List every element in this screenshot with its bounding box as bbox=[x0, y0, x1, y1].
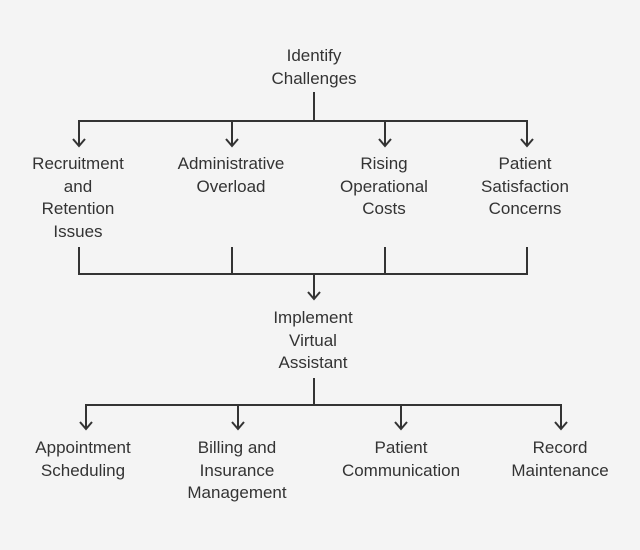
node-recruitment-retention-issues: Recruitment and Retention Issues bbox=[32, 153, 124, 243]
node-billing-insurance-management: Billing and Insurance Management bbox=[187, 437, 286, 505]
node-text-line: Assistant bbox=[278, 353, 348, 372]
node-text-line: Satisfaction bbox=[481, 176, 569, 196]
node-text-line: Record bbox=[532, 438, 588, 457]
node-identify-challenges: Identify Challenges bbox=[271, 45, 356, 90]
node-text-line: Appointment bbox=[35, 438, 131, 457]
node-text-line: Scheduling bbox=[40, 460, 126, 480]
node-text-line: Implement bbox=[273, 308, 353, 327]
node-patient-communication: Patient Communication bbox=[342, 437, 460, 482]
arrow-head bbox=[394, 421, 408, 431]
node-rising-operational-costs: Rising Operational Costs bbox=[340, 153, 428, 221]
arrow-head bbox=[231, 421, 245, 431]
arrow-head bbox=[378, 138, 392, 148]
node-administrative-overload: Administrative Overload bbox=[178, 153, 285, 198]
node-text-line: Concerns bbox=[488, 199, 562, 218]
arrow-head bbox=[307, 291, 321, 301]
node-text-line: Virtual bbox=[289, 330, 337, 350]
node-text-line: Challenges bbox=[271, 68, 357, 88]
node-text-line: Operational bbox=[340, 176, 428, 196]
arrow-head bbox=[72, 138, 86, 148]
node-text-line: Identify bbox=[286, 46, 342, 65]
node-text-line: Costs bbox=[362, 199, 406, 218]
node-appointment-scheduling: Appointment Scheduling bbox=[35, 437, 130, 482]
node-text-line: and bbox=[63, 176, 93, 196]
arrow-head bbox=[79, 421, 93, 431]
node-text-line: Overload bbox=[196, 176, 266, 196]
arrow-head bbox=[520, 138, 534, 148]
node-text-line: Communication bbox=[341, 460, 461, 480]
node-text-line: Maintenance bbox=[511, 460, 609, 480]
node-text-line: Retention bbox=[41, 199, 115, 218]
node-patient-satisfaction-concerns: Patient Satisfaction Concerns bbox=[481, 153, 569, 221]
node-text-line: Administrative bbox=[177, 154, 285, 173]
node-text-line: Management bbox=[187, 483, 287, 502]
arrow-head bbox=[554, 421, 568, 431]
node-record-maintenance: Record Maintenance bbox=[511, 437, 608, 482]
node-text-line: Patient bbox=[374, 438, 428, 457]
node-text-line: Rising bbox=[360, 154, 408, 173]
node-text-line: Recruitment bbox=[32, 154, 124, 173]
node-text-line: Insurance bbox=[199, 460, 275, 480]
arrow-head bbox=[225, 138, 239, 148]
node-text-line: Patient bbox=[498, 154, 552, 173]
node-text-line: Billing and bbox=[197, 438, 277, 457]
node-implement-virtual-assistant: Implement Virtual Assistant bbox=[273, 307, 352, 375]
node-text-line: Issues bbox=[53, 221, 103, 241]
